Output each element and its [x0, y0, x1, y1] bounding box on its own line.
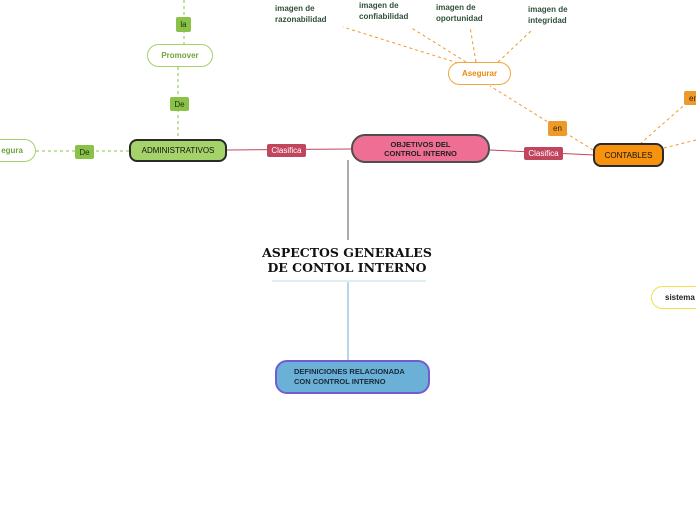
line-integridad — [497, 29, 533, 63]
definiciones-node[interactable]: DEFINICIONES RELACIONADA CON CONTROL INT… — [275, 360, 430, 394]
de-vertical-label: De — [174, 99, 185, 109]
definiciones-label-line1: DEFINICIONES RELACIONADA — [294, 367, 405, 376]
main-title: ASPECTOS GENERALES DE CONTOL INTERNO — [262, 245, 432, 275]
de-left-tag: De — [75, 145, 94, 159]
clasifica-left-tag: Clasifica — [267, 144, 306, 157]
administrativos-label: ADMINISTRATIVOS — [141, 146, 215, 155]
note-confiabilidad: imagen de confiabilidad — [359, 0, 408, 22]
note-confiabilidad-line2: confiabilidad — [359, 12, 409, 21]
clasifica-right-label: Clasifica — [528, 149, 559, 158]
note-razonabilidad-line1: imagen de — [275, 4, 315, 13]
contables-label: CONTABLES — [604, 150, 653, 160]
note-confiabilidad-line1: imagen de — [359, 1, 399, 10]
sistema-label: sistema — [665, 293, 695, 302]
definiciones-label-line2: CON CONTROL INTERNO — [294, 377, 386, 386]
note-razonabilidad-line2: razonabilidad — [275, 15, 327, 24]
de-vertical-tag: De — [170, 97, 189, 111]
asegura-left-label: egura — [1, 146, 23, 155]
clasifica-left-label: Clasifica — [271, 146, 302, 155]
note-integridad: imagen de integridad — [528, 4, 568, 26]
promover-label: Promover — [161, 51, 199, 60]
objetivos-label: OBJETIVOS DEL CONTROL INTERNO — [384, 139, 457, 158]
en-asegurar-tag: en — [548, 121, 567, 136]
line-razonabilidad — [342, 26, 459, 64]
sistema-node[interactable]: sistema — [651, 286, 696, 309]
la-label: la — [180, 20, 187, 29]
de-left-label: De — [79, 147, 90, 157]
line-en-right — [639, 99, 691, 145]
note-oportunidad-line1: imagen de — [436, 3, 476, 12]
en-asegurar-label: en — [553, 124, 562, 133]
la-tag: la — [176, 17, 191, 32]
asegurar-label: Asegurar — [461, 69, 498, 78]
line-contables-right — [663, 139, 696, 149]
en-right-tag: en — [684, 91, 696, 105]
note-integridad-line1: imagen de — [528, 5, 568, 14]
note-razonabilidad: imagen de razonabilidad — [275, 3, 327, 25]
line-en-asegurar — [489, 85, 594, 151]
note-integridad-line2: integridad — [528, 16, 567, 25]
line-oportunidad — [469, 26, 477, 63]
promover-node[interactable]: Promover — [147, 44, 213, 67]
note-oportunidad: imagen de oportunidad — [436, 2, 483, 24]
administrativos-node[interactable]: ADMINISTRATIVOS — [129, 139, 227, 162]
note-oportunidad-line2: oportunidad — [436, 14, 483, 23]
asegurar-node[interactable]: Asegurar — [448, 62, 511, 85]
line-confiabilidad — [409, 26, 467, 63]
contables-node[interactable]: CONTABLES — [593, 143, 664, 167]
en-right-label: en — [689, 93, 696, 103]
main-title-line2: DE CONTOL INTERNO — [267, 260, 427, 275]
objetivos-node[interactable]: OBJETIVOS DEL CONTROL INTERNO — [351, 134, 490, 163]
clasifica-right-tag: Clasifica — [524, 147, 563, 160]
main-title-line1: ASPECTOS GENERALES — [262, 245, 432, 260]
asegura-left-node[interactable]: egura — [0, 139, 36, 162]
